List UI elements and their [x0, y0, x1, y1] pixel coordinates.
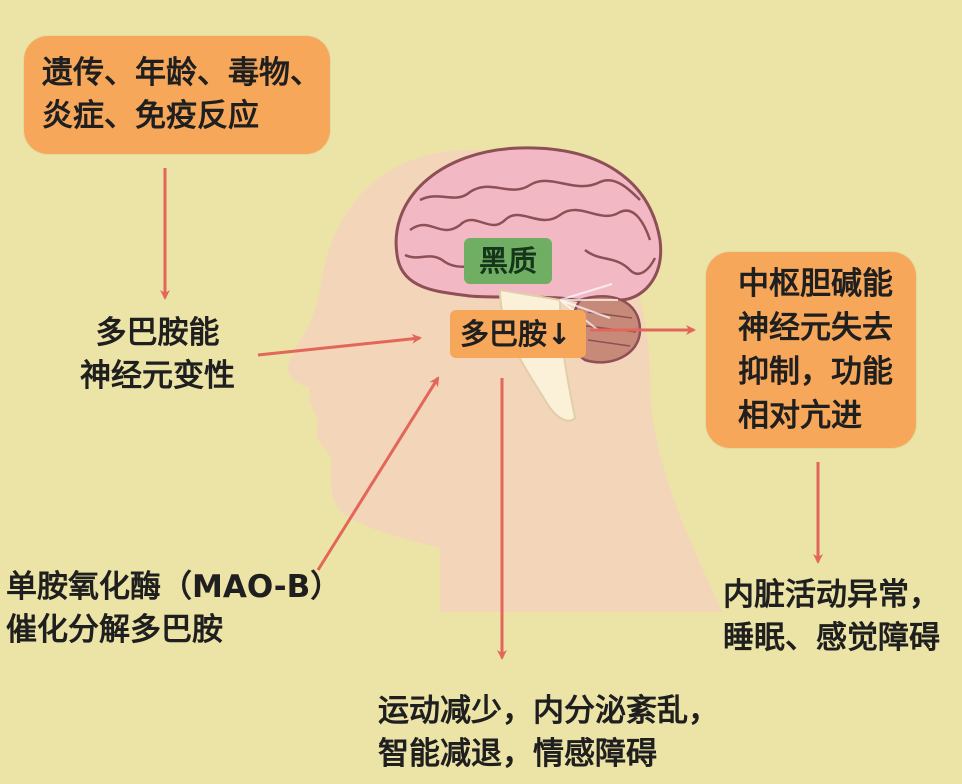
- mao-line-1: 单胺氧化酶（MAO-B）: [6, 569, 342, 605]
- visceral-label: 内脏活动异常， 睡眠、感觉障碍: [723, 574, 940, 660]
- cholinergic-line-4: 相对亢进: [738, 398, 862, 434]
- causes-line-2: 炎症、免疫反应: [42, 98, 259, 134]
- symptoms-line-1: 运动减少，内分泌紊乱，: [378, 693, 719, 729]
- degeneration-label: 多巴胺能 神经元变性: [80, 312, 235, 398]
- cholinergic-line-3: 抑制，功能: [738, 354, 893, 390]
- visceral-line-1: 内脏活动异常，: [723, 577, 940, 613]
- degeneration-line-2: 神经元变性: [80, 358, 235, 394]
- symptoms-line-2: 智能减退，情感障碍: [378, 736, 657, 772]
- cholinergic-box: 中枢胆碱能 神经元失去 抑制，功能 相对亢进: [706, 252, 916, 448]
- causes-box: 遗传、年龄、毒物、 炎症、免疫反应: [24, 36, 330, 154]
- degeneration-line-1: 多巴胺能: [95, 315, 220, 351]
- arrow-degeneration-to-dopamine: [257, 333, 422, 357]
- cholinergic-line-1: 中枢胆碱能: [738, 266, 893, 302]
- causes-line-1: 遗传、年龄、毒物、: [42, 55, 321, 91]
- visceral-line-2: 睡眠、感觉障碍: [723, 620, 940, 656]
- mao-line-2: 催化分解多巴胺: [6, 612, 223, 648]
- arrow-mao-to-dopamine: [316, 376, 440, 571]
- substantia-nigra-label: 黑质: [464, 238, 552, 284]
- dopamine-label: 多巴胺↓: [450, 310, 586, 358]
- cholinergic-line-2: 神经元失去: [738, 310, 893, 346]
- mao-label: 单胺氧化酶（MAO-B） 催化分解多巴胺: [6, 566, 341, 652]
- symptoms-label: 运动减少，内分泌紊乱， 智能减退，情感障碍: [378, 690, 719, 776]
